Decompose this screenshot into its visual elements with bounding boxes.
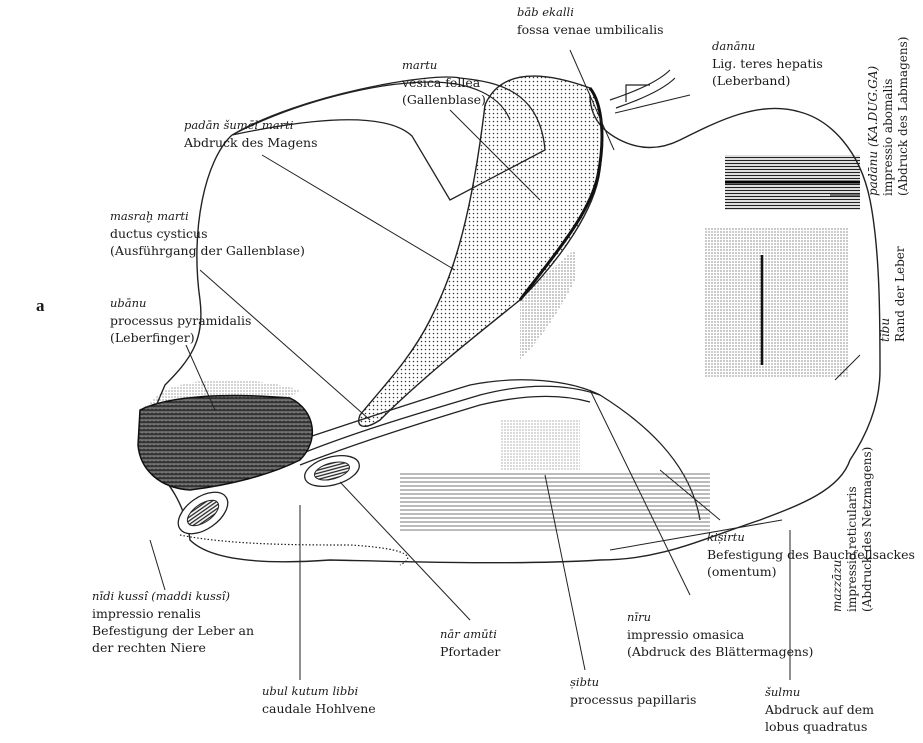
- vlabel-mazzazu: mazzāzu impressio reticularis (Abdruck d…: [830, 447, 875, 612]
- vlabel-padanu: padānu (KA.DUG.GA) impressio abomalis (A…: [866, 37, 911, 196]
- akkadian-term: tību: [878, 246, 893, 342]
- label-line: ductus cysticus: [110, 225, 305, 242]
- vessel-section-2: [171, 484, 235, 542]
- label-bab-ekalli: bāb ekalli fossa venae umbilicalis: [517, 4, 664, 38]
- label-line: Pfortader: [440, 643, 500, 660]
- ligament: [610, 70, 675, 108]
- akkadian-term: ubānu: [110, 295, 251, 312]
- label-line: Rand der Leber: [893, 246, 908, 342]
- label-kisirtu: kiṣirtu Befestigung des Bauchfellsackes …: [707, 529, 915, 580]
- label-line: caudale Hohlvene: [262, 700, 376, 717]
- vessel-section-1: [301, 450, 362, 492]
- label-line: fossa venae umbilicalis: [517, 21, 664, 38]
- label-sibtu: ṣibtu processus papillaris: [570, 674, 696, 708]
- label-ubul-kutum: ubul kutum libbi caudale Hohlvene: [262, 683, 376, 717]
- label-line: der rechten Niere: [92, 639, 254, 656]
- akkadian-term: nīdi kussî (maddi kussî): [92, 588, 254, 605]
- label-nidi-kussi: nīdi kussî (maddi kussî) impressio renal…: [92, 588, 254, 656]
- akkadian-term: ubul kutum libbi: [262, 683, 376, 700]
- label-line: impressio abomalis: [881, 37, 896, 196]
- label-danaanu: danānu Lig. teres hepatis (Leberband): [712, 38, 823, 89]
- pyramidal-process: [138, 396, 312, 490]
- label-martu: martu vesica fellea (Gallenblase): [402, 57, 486, 108]
- akkadian-term: padānu (KA.DUG.GA): [866, 37, 881, 196]
- label-line: (Abdruck des Labmagens): [896, 37, 911, 196]
- label-line: (Ausführgang der Gallenblase): [110, 242, 305, 259]
- akkadian-term: danānu: [712, 38, 823, 55]
- panel-letter: a: [36, 296, 45, 316]
- reticular-impression: [704, 227, 849, 377]
- label-line: processus papillaris: [570, 691, 696, 708]
- label-sulmu: šulmu Abdruck auf dem lobus quadratus: [765, 684, 874, 735]
- label-padan-sumel: padān šumēl marti Abdruck des Magens: [184, 117, 318, 151]
- label-line: impressio renalis: [92, 605, 254, 622]
- label-line: (Abdruck des Blättermagens): [627, 643, 813, 660]
- label-line: (Abdruck des Netzmagens): [860, 447, 875, 612]
- label-line: Abdruck auf dem: [765, 701, 874, 718]
- papillary-dots: [500, 420, 580, 470]
- label-ubanu: ubānu processus pyramidalis (Leberfinger…: [110, 295, 251, 346]
- label-niru: nīru impressio omasica (Abdruck des Blät…: [627, 609, 813, 660]
- label-masrah-marti: masraḫ marti ductus cysticus (Ausführgan…: [110, 208, 305, 259]
- akkadian-term: ṣibtu: [570, 674, 696, 691]
- label-line: (omentum): [707, 563, 915, 580]
- akkadian-term: bāb ekalli: [517, 4, 664, 21]
- akkadian-term: šulmu: [765, 684, 874, 701]
- akkadian-term: mazzāzu: [830, 447, 845, 612]
- label-line: (Gallenblase): [402, 91, 486, 108]
- akkadian-term: padān šumēl marti: [184, 117, 318, 134]
- label-line: impressio omasica: [627, 626, 813, 643]
- label-line: (Leberband): [712, 72, 823, 89]
- label-line: processus pyramidalis: [110, 312, 251, 329]
- label-nar-amuti: nār amūti Pfortader: [440, 626, 500, 660]
- akkadian-term: nār amūti: [440, 626, 500, 643]
- vlabel-tibu: tību Rand der Leber: [878, 246, 908, 342]
- akkadian-term: kiṣirtu: [707, 529, 915, 546]
- label-line: impressio reticularis: [845, 447, 860, 612]
- label-line: Befestigung der Leber an: [92, 622, 254, 639]
- label-line: lobus quadratus: [765, 718, 874, 735]
- akkadian-term: nīru: [627, 609, 813, 626]
- gallbladder: [359, 76, 602, 426]
- label-line: Befestigung des Bauchfellsackes: [707, 546, 915, 563]
- akkadian-term: masraḫ marti: [110, 208, 305, 225]
- label-line: Abdruck des Magens: [184, 134, 318, 151]
- label-line: Lig. teres hepatis: [712, 55, 823, 72]
- akkadian-term: martu: [402, 57, 486, 74]
- label-line: vesica fellea: [402, 74, 486, 91]
- label-line: (Leberfinger): [110, 329, 251, 346]
